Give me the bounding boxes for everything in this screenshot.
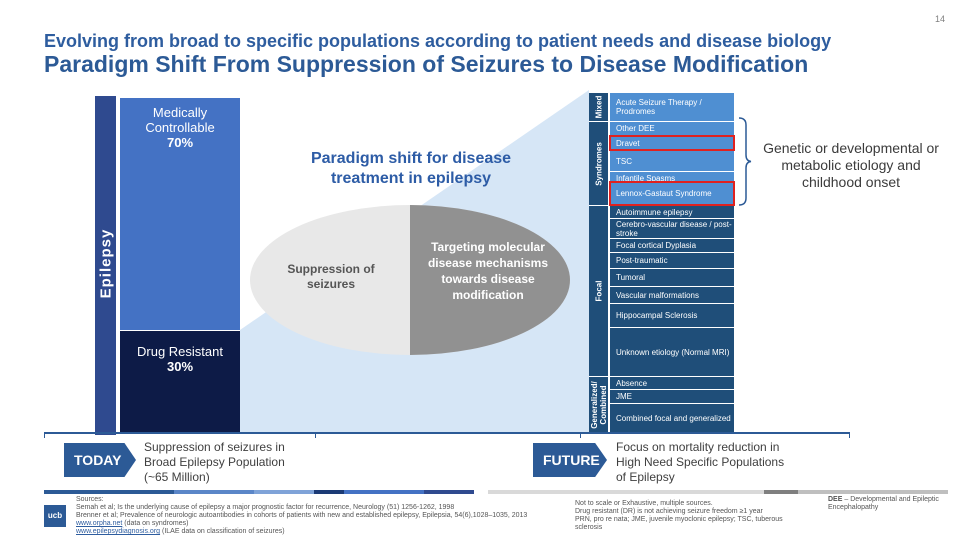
sources-block: Sources: Semah et al; Is the underlying …	[76, 496, 546, 536]
epilepsy-bar	[95, 96, 116, 435]
medically-controllable-box	[120, 98, 240, 330]
table-row: Combined focal and generalized	[610, 404, 734, 433]
drug-resistant-label: Drug Resistant 30%	[120, 344, 240, 374]
table-row: JME	[610, 390, 734, 403]
note-item: Not to scale or Exhaustive, multiple sou…	[575, 500, 713, 507]
group-focal-label: Focal	[594, 280, 603, 302]
source-item-note: (ILAE data on classification of seizures…	[160, 528, 285, 535]
note-item: PRN, pro re nata; JME, juvenile myocloni…	[575, 516, 783, 531]
table-row-highlighted: Lennox-Gastaut Syndrome	[609, 181, 735, 206]
timeline-tick	[44, 432, 45, 438]
population-table: Mixed Syndromes Focal Generalized/ Combi…	[589, 93, 735, 433]
dee-expansion: – Developmental and Epileptic Encephalop…	[828, 496, 939, 511]
table-row: TSC	[610, 151, 734, 171]
footer-bar-segment	[798, 490, 948, 494]
table-row: Post-traumatic	[610, 253, 734, 268]
targeting-text: Targeting molecular disease mechanisms t…	[427, 240, 549, 302]
timeline-tick	[315, 432, 316, 438]
footer-bar-segment	[254, 490, 314, 494]
notes-block: Not to scale or Exhaustive, multiple sou…	[575, 500, 795, 532]
timeline-tick	[580, 432, 581, 438]
footer-bar-segment	[174, 490, 254, 494]
table-row: Autoimmune epilepsy	[610, 206, 734, 218]
dee-abbreviation: DEE	[828, 496, 843, 503]
today-chevron: TODAY	[64, 443, 136, 477]
table-row: Hippocampal Sclerosis	[610, 304, 734, 327]
timeline-tick	[849, 432, 850, 438]
drug-resistant-percent: 30%	[166, 359, 194, 374]
group-generalized: Generalized/ Combined	[589, 377, 608, 433]
source-item: Brenner et al; Prevalence of neurologic …	[76, 512, 528, 519]
source-item: www.orpha.net (data on syndromes)	[76, 520, 546, 528]
group-focal: Focal	[589, 206, 608, 376]
footer-bar-segment	[488, 490, 764, 494]
today-description: Suppression of seizures in Broad Epileps…	[144, 440, 285, 484]
group-mixed-label: Mixed	[594, 95, 603, 119]
suppression-text: Suppression of seizures	[287, 262, 375, 291]
medically-controllable-percent: 70%	[166, 135, 194, 150]
table-row: Acute Seizure Therapy / Prodromes	[610, 93, 734, 121]
table-row: Unknown etiology (Normal MRI)	[610, 328, 734, 376]
table-row-highlighted: Dravet	[609, 135, 735, 151]
bracket-icon	[738, 117, 752, 206]
dee-definition: DEE – Developmental and Epileptic Enceph…	[828, 496, 948, 512]
paradigm-shift-heading: Paradigm shift for disease treatment in …	[310, 150, 512, 187]
source-item: Semah et al; Is the underlying cause of …	[76, 504, 455, 511]
table-row: Cerebro-vascular disease / post-stroke	[610, 219, 734, 238]
medically-controllable-label: Medically Controllable 70%	[120, 105, 240, 150]
footer-bar-segment	[314, 490, 344, 494]
epilepsydiagnosis-link[interactable]: www.epilepsydiagnosis.org	[76, 528, 161, 535]
table-row: Focal cortical Dyplasia	[610, 239, 734, 252]
sources-heading: Sources:	[76, 496, 104, 503]
epilepsy-label: Epilepsy	[97, 228, 115, 299]
slide-title: Paradigm Shift From Suppression of Seizu…	[44, 51, 809, 77]
drug-resistant-box	[120, 331, 240, 432]
group-syndromes-label: Syndromes	[594, 141, 603, 186]
table-row: Tumoral	[610, 269, 734, 286]
genetic-etiology-note: Genetic or developmental or metabolic et…	[763, 140, 939, 190]
table-row: Infantile Spasms	[610, 172, 734, 184]
footer-bar-segment	[764, 490, 798, 494]
page-number: 14	[935, 14, 946, 24]
future-description: Focus on mortality reduction in High Nee…	[616, 440, 785, 484]
timeline-line	[44, 432, 850, 434]
ucb-logo: ucb	[44, 505, 66, 527]
drug-resistant-text: Drug Resistant	[137, 344, 223, 359]
table-row: Vascular malformations	[610, 287, 734, 303]
table-row: Absence	[610, 377, 734, 389]
footer-bar-segment	[424, 490, 474, 494]
source-item-note: (data on syndromes)	[122, 520, 189, 527]
group-mixed: Mixed	[589, 93, 608, 121]
footer-bar-segment	[44, 490, 174, 494]
orpha-link[interactable]: www.orpha.net	[76, 520, 123, 527]
table-row: Other DEE	[610, 122, 734, 135]
footer-bar-segment	[344, 490, 424, 494]
group-generalized-label: Generalized/ Combined	[589, 381, 608, 429]
medically-controllable-text: Medically Controllable	[145, 105, 215, 135]
future-chevron: FUTURE	[533, 443, 607, 477]
group-syndromes: Syndromes	[589, 122, 608, 205]
slide-subtitle: Evolving from broad to specific populati…	[44, 31, 832, 51]
note-item: Drug resistant (DR) is not achieving sei…	[575, 508, 763, 515]
source-item: www.epilepsydiagnosis.org (ILAE data on …	[76, 528, 546, 536]
